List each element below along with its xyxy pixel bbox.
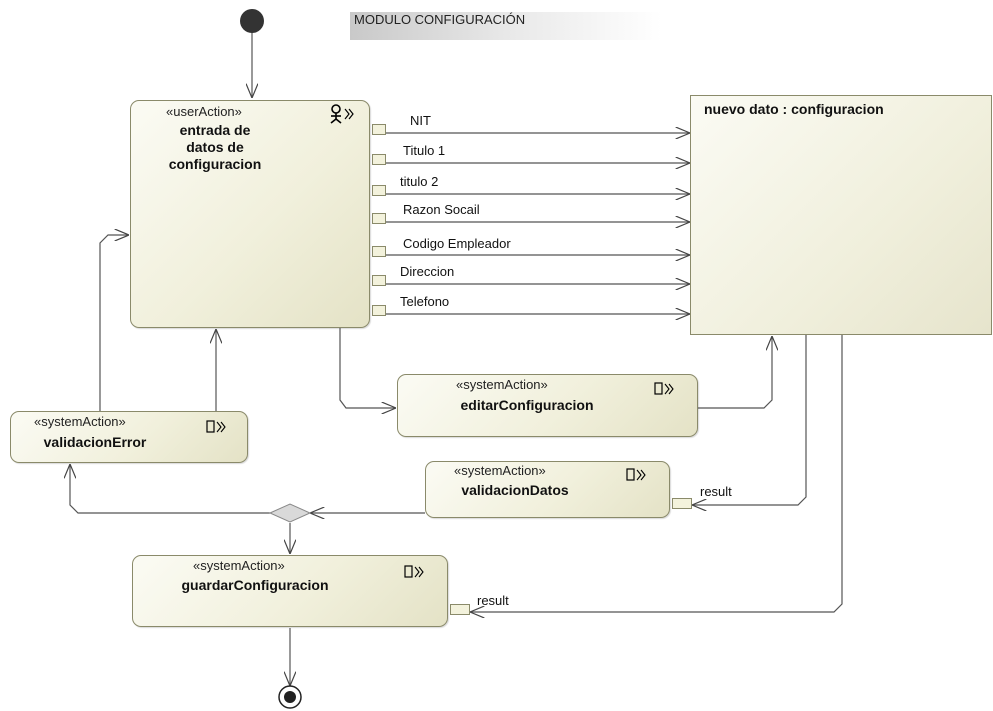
action-validacion-datos-name: validacionDatos [461,482,569,498]
action-entrada-name-line-1: entrada de [179,122,251,138]
flow-label-telefono: Telefono [400,294,450,309]
decision-node [268,503,312,523]
object-node-nuevo-dato[interactable] [690,95,992,335]
pin-titulo-2[interactable] [372,185,386,196]
flow-label-titulo-2: titulo 2 [400,174,439,189]
flow-editar-to-object [698,336,772,409]
flow-label-titulo-1: Titulo 1 [403,143,446,158]
system-action-icon [626,468,646,481]
action-entrada-datos[interactable] [130,100,370,328]
system-action-icon [654,382,674,395]
guardar-result-label: result [477,593,509,608]
pin-razon-social[interactable] [372,213,386,224]
flow-label-nit: NIT [410,113,431,128]
pin-direccion[interactable] [372,275,386,286]
action-editar-name: editarConfiguracion [460,397,594,413]
action-entrada-stereotype: «userAction» [166,104,242,119]
flow-label-codigo-empleador: Codigo Empleador [403,236,511,251]
flow-label-razon-social: Razon Socail [403,202,480,217]
validacion-result-label: result [700,484,732,499]
action-validacion-error[interactable] [10,411,248,463]
action-guardar-name: guardarConfiguracion [181,577,329,593]
flow-entrada-to-editar [339,328,396,408]
action-validacion-datos-stereotype: «systemAction» [454,463,546,478]
pin-codigo-empleador[interactable] [372,246,386,257]
flow-decision-to-error [70,464,270,514]
diagram-title: MODULO CONFIGURACIÓN [354,12,526,27]
pin-validacion-result[interactable] [672,498,692,509]
final-node-outer [278,685,302,709]
action-editar-stereotype: «systemAction» [456,377,548,392]
action-guardar-stereotype: «systemAction» [193,558,285,573]
initial-node [240,9,264,33]
action-entrada-name-line-2: datos de [186,139,244,155]
pin-titulo-1[interactable] [372,154,386,165]
flow-error-to-entrada-loop [99,235,129,411]
action-guardar-configuracion[interactable] [132,555,448,627]
action-entrada-name-line-3: configuracion [168,156,262,172]
system-action-icon [206,420,226,433]
user-action-icon [330,104,354,124]
action-validacion-error-stereotype: «systemAction» [34,414,126,429]
system-action-icon [404,565,424,578]
final-node-inner [284,691,296,703]
diagram-title-bar [350,12,662,40]
pin-telefono[interactable] [372,305,386,316]
flow-object-to-validacion [692,335,807,505]
action-validacion-error-name: validacionError [43,434,147,450]
flow-label-direccion: Direccion [400,264,455,279]
object-node-name: nuevo dato : configuracion [704,101,884,117]
pin-guardar-result[interactable] [450,604,470,615]
pin-nit[interactable] [372,124,386,135]
